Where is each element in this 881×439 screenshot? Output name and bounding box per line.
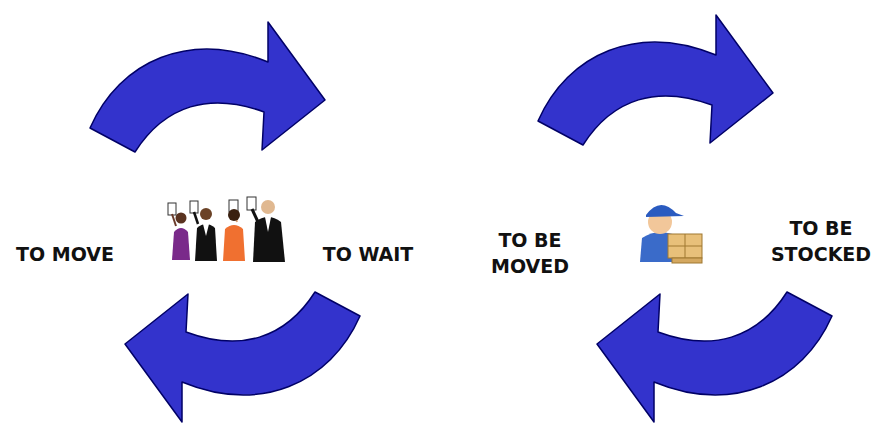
step-label: TO BE MOVED xyxy=(480,227,580,279)
cycle-arrow xyxy=(125,292,360,422)
cycle-arrow xyxy=(538,15,773,145)
cycle-arrow xyxy=(90,22,325,152)
people-clipart xyxy=(168,197,285,262)
delivery-man-clipart xyxy=(640,205,702,263)
step-label: TO WAIT xyxy=(308,241,428,267)
step-label: TO BE STOCKED xyxy=(762,215,880,267)
step-label: TO MOVE xyxy=(5,241,125,267)
cycle-arrow xyxy=(597,292,832,422)
